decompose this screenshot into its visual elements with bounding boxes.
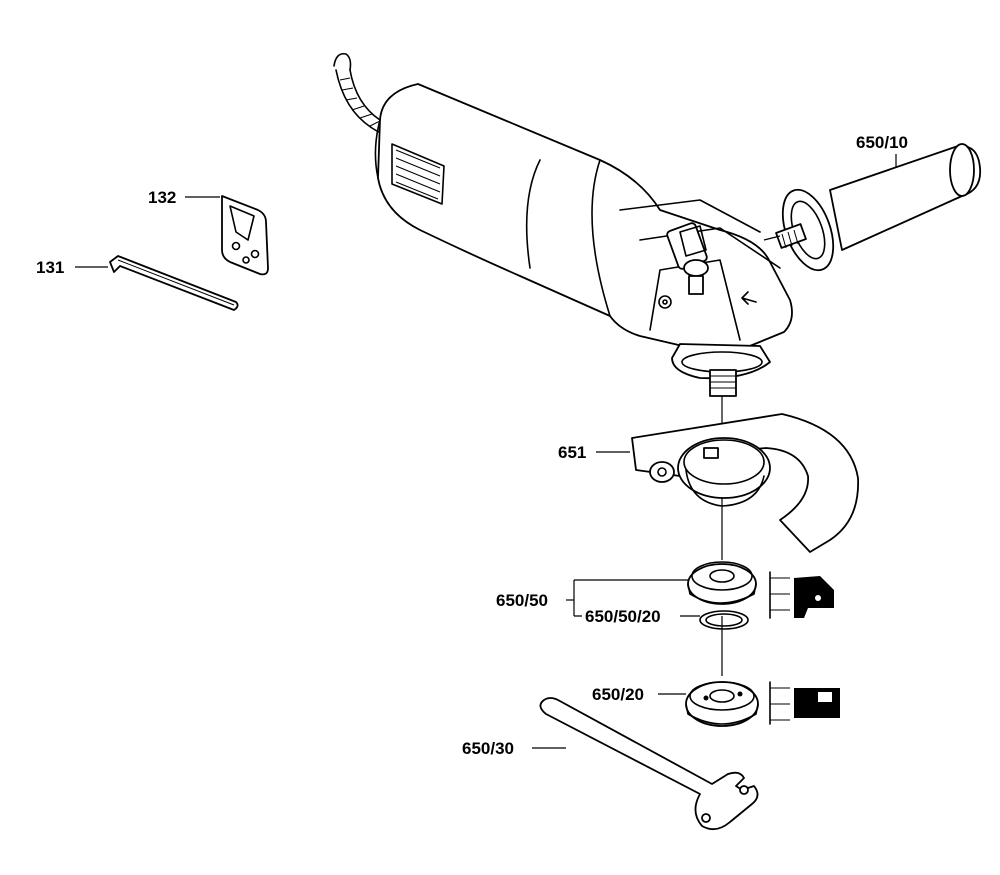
part-132-hanger-clip bbox=[221, 195, 269, 276]
leader-650-50-bracket bbox=[573, 579, 688, 617]
part-650-50-20-o-ring bbox=[699, 610, 749, 630]
flange-cross-section-icon bbox=[769, 571, 834, 619]
part-650-10-side-handle bbox=[775, 143, 982, 272]
axis-handle bbox=[763, 235, 781, 241]
label-131: 131 bbox=[36, 258, 64, 277]
part-651-wheel-guard bbox=[631, 413, 859, 553]
part-131-hex-key bbox=[109, 255, 239, 311]
label-650-50: 650/50 bbox=[496, 591, 548, 610]
nut-cross-section-icon bbox=[769, 681, 840, 725]
angle-grinder-body bbox=[374, 83, 793, 397]
part-650-20-clamping-nut bbox=[685, 681, 759, 727]
label-650-10: 650/10 bbox=[856, 133, 908, 152]
label-650-30: 650/30 bbox=[462, 739, 514, 758]
label-650-20: 650/20 bbox=[592, 685, 644, 704]
part-650-30-spanner bbox=[539, 697, 759, 831]
label-132: 132 bbox=[148, 188, 176, 207]
part-650-50-clamping-flange bbox=[687, 561, 757, 605]
label-650-50-20: 650/50/20 bbox=[585, 607, 661, 626]
label-651: 651 bbox=[558, 443, 586, 462]
